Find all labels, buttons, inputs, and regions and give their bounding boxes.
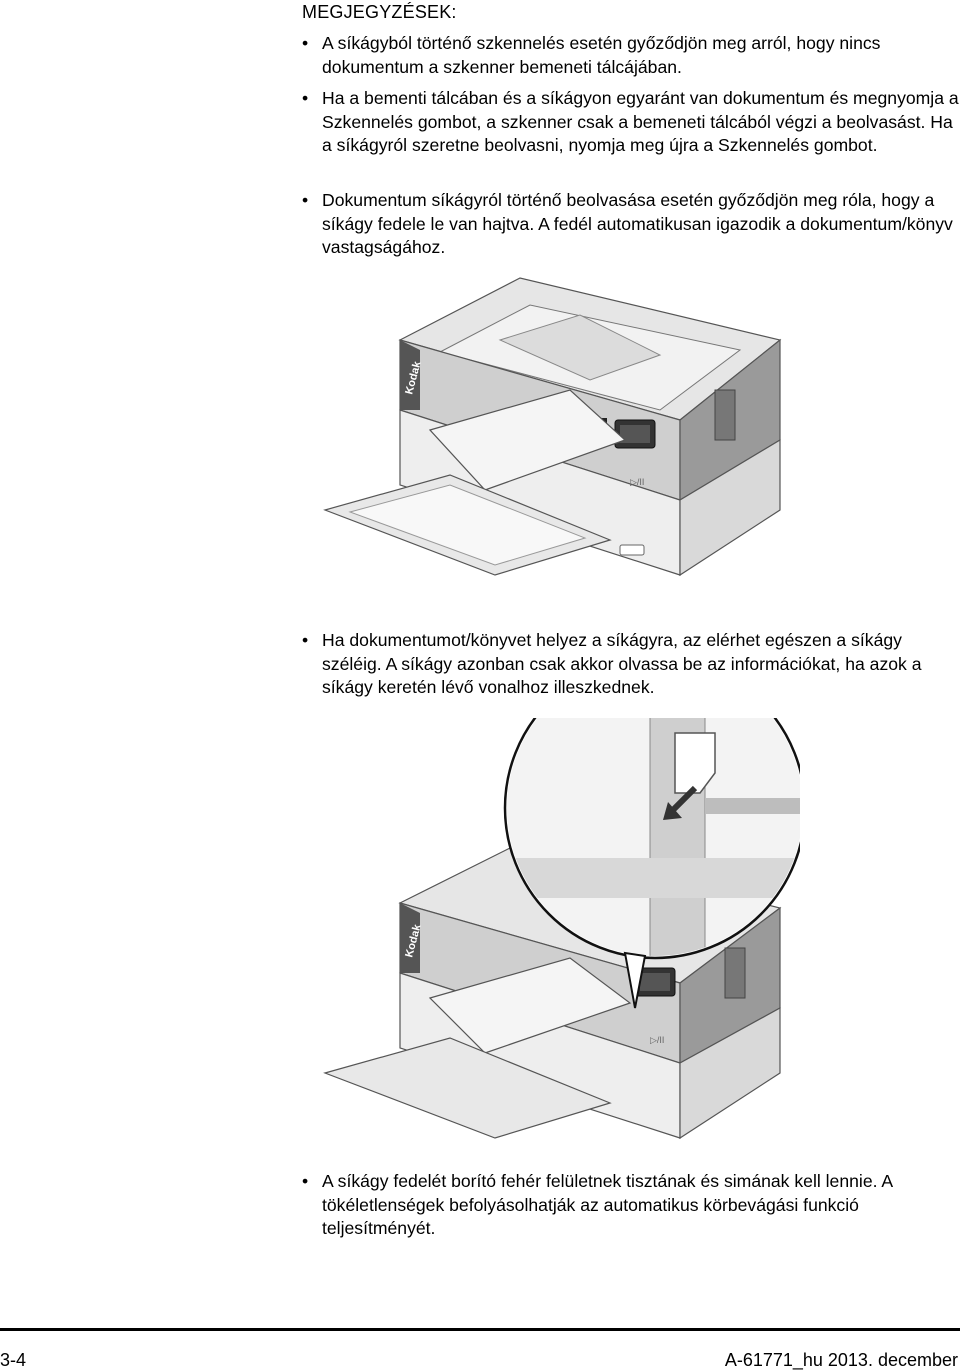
bullet: • <box>302 1171 309 1191</box>
page-number: 3-4 <box>0 1350 27 1370</box>
scan-button-label: ▷/II <box>630 477 644 487</box>
bullet: • <box>302 630 309 650</box>
scanner-figure-2: Kodak ▷/II <box>320 656 807 1148</box>
footer-rule <box>0 1328 960 1331</box>
note-item-3: • Dokumentum síkágyról történő beolvasás… <box>302 189 960 260</box>
bullet: • <box>302 33 309 53</box>
note-item-5: • A síkágy fedelét borító fehér felületn… <box>302 1170 960 1241</box>
document-id: A-61771_hu 2013. december <box>724 1350 958 1370</box>
note-item-4: • Ha dokumentumot/könyvet helyez a síkág… <box>302 629 960 700</box>
scanner-illustration: Kodak ▷/II <box>323 277 782 577</box>
scanner-figure-1: Kodak ▷/II <box>320 270 790 590</box>
note-text: Dokumentum síkágyról történő beolvasása … <box>322 190 953 258</box>
bullet: • <box>302 190 309 210</box>
note-item-2: • Ha a bementi tálcában és a síkágyon eg… <box>302 87 960 158</box>
notes-heading: MEGJEGYZÉSEK: <box>302 2 457 22</box>
scan-button-label: ▷/II <box>650 1035 664 1045</box>
note-text: Ha dokumentumot/könyvet helyez a síkágyr… <box>322 630 922 698</box>
note-item-1: • A síkágyból történő szkennelés esetén … <box>302 32 960 79</box>
note-text: A síkágyból történő szkennelés esetén gy… <box>322 33 881 77</box>
note-text: A síkágy fedelét borító fehér felületnek… <box>322 1171 893 1239</box>
scanner-callout-illustration: Kodak ▷/II <box>323 656 807 1140</box>
note-text: Ha a bementi tálcában és a síkágyon egya… <box>322 88 959 156</box>
bullet: • <box>302 88 309 108</box>
